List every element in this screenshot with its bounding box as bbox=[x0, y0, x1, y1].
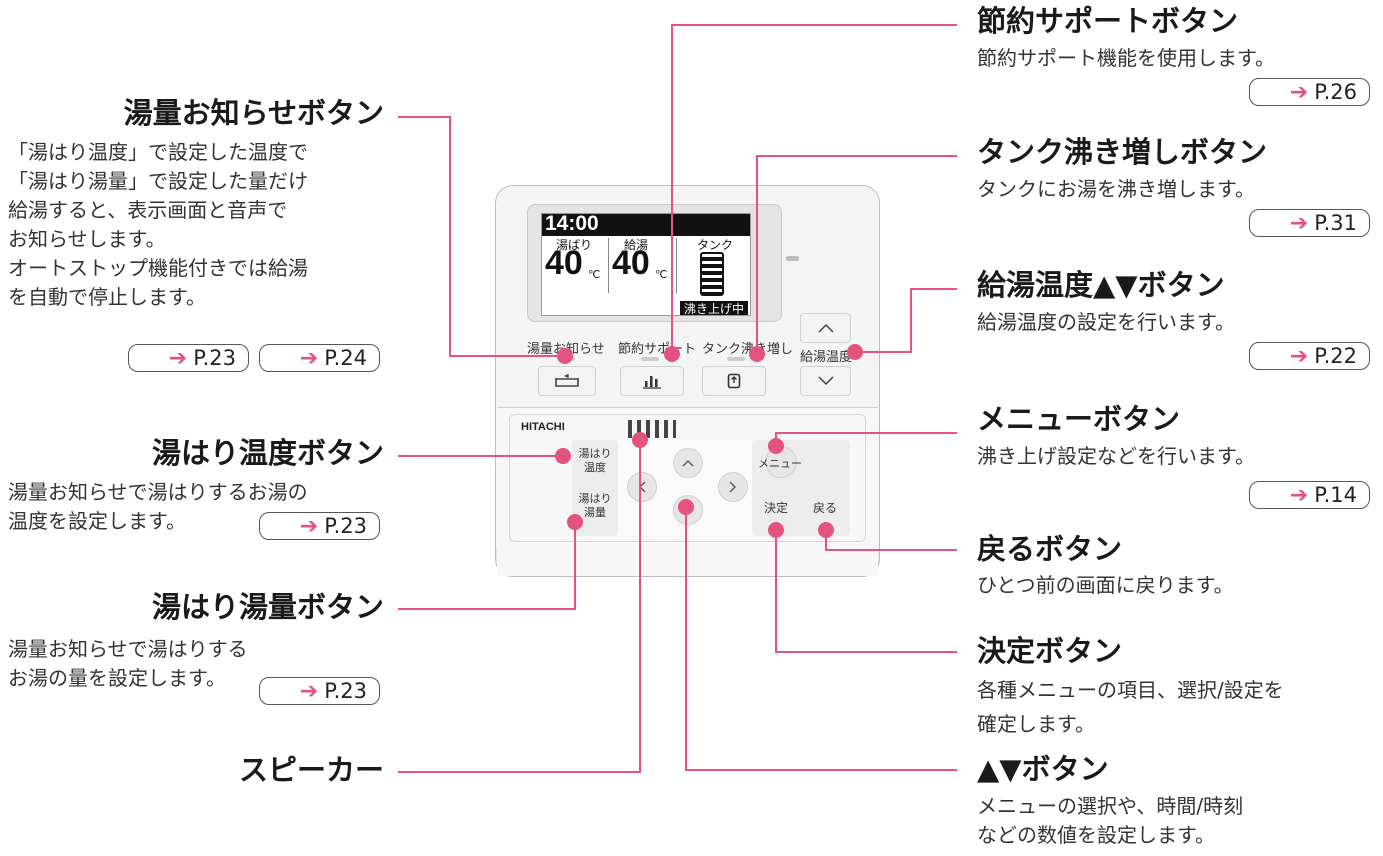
ok-title: 決定ボタン bbox=[977, 634, 1123, 668]
tank-boost-button[interactable] bbox=[702, 366, 766, 396]
right-arrow-icon: ➔ bbox=[299, 678, 319, 704]
eco-ref[interactable]: ➔P.26 bbox=[1249, 78, 1370, 106]
lcd-divider-1 bbox=[608, 238, 609, 293]
lcd-time: 14:00 bbox=[545, 212, 599, 235]
bath-volume-button[interactable]: 湯はり 湯量 bbox=[578, 493, 612, 519]
lcd-bath-label: 湯ばり bbox=[556, 238, 593, 252]
bath-temp-desc: 湯量お知らせで湯はりするお湯の 温度を設定します。 bbox=[8, 480, 308, 533]
back-desc: ひとつ前の画面に戻ります。 bbox=[977, 573, 1234, 597]
tank-icon bbox=[727, 373, 741, 389]
menu-label: メニュー bbox=[758, 458, 802, 470]
eco-title: 節約サポートボタン bbox=[977, 4, 1239, 38]
chevron-left-icon bbox=[639, 481, 646, 493]
updown-desc: メニューの選択や、時間/時刻 などの数値を設定します。 bbox=[977, 794, 1244, 847]
right-arrow-icon: ➔ bbox=[299, 345, 319, 371]
tank-title: タンク沸き増しボタン bbox=[977, 135, 1268, 169]
tank-led bbox=[727, 357, 745, 361]
ok-desc: 各種メニューの項目、選択/設定を 確定します。 bbox=[977, 678, 1284, 736]
ok-label: 決定 bbox=[764, 501, 789, 515]
right-arrow-icon: ➔ bbox=[1289, 343, 1309, 369]
right-arrow-icon: ➔ bbox=[168, 345, 188, 371]
menu-title: メニューボタン bbox=[977, 402, 1181, 436]
bath-temp-button[interactable]: 湯はり 温度 bbox=[578, 448, 612, 474]
speaker-title: スピーカー bbox=[238, 753, 384, 787]
right-arrow-icon: ➔ bbox=[1289, 210, 1309, 236]
chevron-up-icon bbox=[817, 323, 834, 333]
chevron-right-icon bbox=[729, 481, 736, 493]
temp-up-button[interactable] bbox=[800, 313, 851, 343]
lcd-supply-value: 40 bbox=[612, 244, 650, 282]
lcd-screen: 14:00 湯ばり 40 ℃ 給湯 40 ℃ タンク 沸き上げ中 bbox=[541, 212, 751, 316]
temp-label: 給湯温度 bbox=[800, 349, 853, 364]
eco-support-button[interactable] bbox=[620, 366, 684, 396]
bathtub-speaker-icon: ◀ bbox=[555, 373, 579, 387]
bath-vol-title: 湯はり湯量ボタン bbox=[151, 590, 384, 624]
svg-text:◀: ◀ bbox=[564, 373, 569, 380]
temp-down-button[interactable] bbox=[800, 366, 851, 396]
right-arrow-icon: ➔ bbox=[1289, 79, 1309, 105]
nav-down-button[interactable] bbox=[673, 495, 703, 525]
notify-label: 湯量お知らせ bbox=[527, 341, 605, 356]
brand-logo: HITACHI bbox=[521, 421, 565, 433]
notify-button[interactable]: ◀ bbox=[538, 366, 596, 396]
chevron-up-icon bbox=[682, 460, 694, 467]
menu-desc: 沸き上げ設定などを行います。 bbox=[977, 444, 1255, 468]
right-arrow-icon: ➔ bbox=[1289, 482, 1309, 508]
tank-level-icon bbox=[700, 252, 724, 296]
nav-right-button[interactable] bbox=[718, 472, 748, 502]
bath-temp-title: 湯はり温度ボタン bbox=[151, 436, 384, 470]
nav-left-button[interactable] bbox=[627, 472, 657, 502]
bath-temp-ref[interactable]: ➔P.23 bbox=[259, 512, 380, 540]
tank-label: タンク沸き増し bbox=[702, 341, 794, 356]
nav-up-button[interactable] bbox=[673, 448, 703, 478]
chevron-down-icon bbox=[817, 376, 834, 386]
bar-chart-icon bbox=[643, 376, 661, 389]
lcd-bath-value: 40 bbox=[545, 244, 583, 282]
bath-vol-desc: 湯量お知らせで湯はりする お湯の量を設定します。 bbox=[8, 637, 248, 690]
lcd-divider-2 bbox=[676, 238, 677, 293]
notify-ref-1[interactable]: ➔P.23 bbox=[128, 344, 249, 372]
chevron-down-icon bbox=[682, 506, 694, 513]
menu-ref[interactable]: ➔P.14 bbox=[1249, 481, 1370, 509]
eco-label: 節約サポート bbox=[618, 341, 697, 356]
temp-title: 給湯温度▲▼ボタン bbox=[977, 268, 1225, 302]
updown-title: ▲▼ボタン bbox=[977, 752, 1109, 786]
right-arrow-icon: ➔ bbox=[299, 513, 319, 539]
lcd-tank-label: タンク bbox=[697, 238, 734, 252]
notify-title: 湯量お知らせボタン bbox=[123, 96, 384, 130]
back-title: 戻るボタン bbox=[977, 532, 1123, 566]
speaker-grille[interactable] bbox=[628, 420, 676, 438]
notify-ref-2[interactable]: ➔P.24 bbox=[259, 344, 380, 372]
tank-ref[interactable]: ➔P.31 bbox=[1249, 209, 1370, 237]
eco-desc: 節約サポート機能を使用します。 bbox=[977, 46, 1275, 70]
eco-led bbox=[641, 357, 659, 361]
indicator-light bbox=[786, 256, 799, 261]
lcd-supply-label: 給湯 bbox=[624, 238, 649, 252]
bath-vol-ref[interactable]: ➔P.23 bbox=[259, 677, 380, 705]
tank-desc: タンクにお湯を沸き増します。 bbox=[977, 177, 1255, 201]
notify-desc: 「湯はり温度」で設定した温度で 「湯はり湯量」で設定した量だけ 給湯すると、表示… bbox=[8, 140, 308, 309]
lcd-bath-unit: ℃ bbox=[588, 269, 601, 281]
lcd-status: 沸き上げ中 bbox=[684, 302, 745, 316]
lcd-supply-unit: ℃ bbox=[655, 269, 668, 281]
temp-desc: 給湯温度の設定を行います。 bbox=[977, 310, 1235, 334]
back-label: 戻る bbox=[813, 501, 838, 515]
notify-led bbox=[557, 357, 575, 361]
temp-ref[interactable]: ➔P.22 bbox=[1249, 342, 1370, 370]
